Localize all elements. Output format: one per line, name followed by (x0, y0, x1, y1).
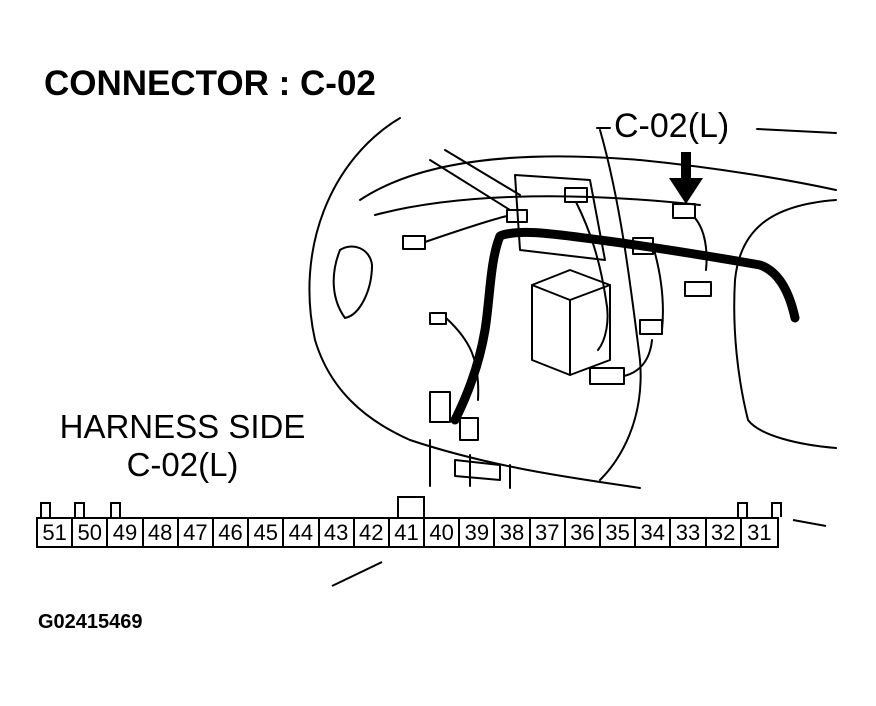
dash-lower-edge (409, 439, 641, 489)
connector-small-3 (564, 187, 588, 203)
connector-small-10 (459, 417, 479, 441)
console-lines (429, 439, 511, 489)
pin-row-leader-right (792, 519, 827, 527)
dash-inner-edge (374, 195, 701, 216)
dash-upper-edge (359, 155, 837, 201)
pin-cell: 44 (284, 519, 320, 546)
pin-cell: 50 (73, 519, 109, 546)
pin-cell: 32 (707, 519, 742, 546)
connector-title: CONNECTOR : C-02 (44, 64, 376, 103)
pin-cell: 47 (179, 519, 214, 546)
pin-row-leader-left (331, 561, 383, 587)
pin-cell: 33 (671, 519, 707, 546)
callout-label: C-02(L) (614, 107, 730, 145)
connector-small-1 (402, 235, 426, 250)
relay-box (531, 269, 611, 376)
harness-side-line1: HARNESS SIDE (59, 408, 306, 445)
wire-4 (694, 217, 708, 271)
connector-c02-target (672, 203, 696, 219)
pin-tab-51 (40, 502, 51, 517)
figure-id: G02415469 (38, 611, 143, 633)
wire-6 (623, 339, 653, 377)
relay-box-edges (531, 284, 611, 376)
pin-tab-41 (397, 496, 425, 517)
door-panel (733, 199, 837, 449)
pin-cell: 40 (425, 519, 461, 546)
pin-cell: 43 (320, 519, 355, 546)
dash-outline-left (308, 117, 411, 441)
vent-left (332, 245, 373, 319)
wire-5 (445, 317, 480, 401)
pin-cell: 51 (38, 519, 74, 546)
harness-side-line2: C-02(L) (126, 445, 239, 483)
pin-cell: 34 (636, 519, 672, 546)
connector-pin-row: 51 50 49 48 47 46 45 44 43 42 41 40 39 3… (36, 517, 779, 548)
pin-cell: 35 (601, 519, 637, 546)
dash-pillar (599, 129, 642, 481)
pin-cell: 38 (495, 519, 531, 546)
pin-tab-32 (737, 502, 748, 517)
pin-cell: 46 (214, 519, 250, 546)
pin-cell: 31 (747, 520, 772, 545)
callout-leader-right (756, 128, 837, 134)
main-harness (450, 227, 800, 425)
pin-cell: 37 (531, 519, 566, 546)
pin-cell: 48 (144, 519, 179, 546)
pin-cell: 49 (108, 519, 144, 546)
pin-tab-49 (110, 502, 121, 517)
wire-1 (424, 215, 508, 243)
wire-2 (575, 201, 609, 351)
connector-small-5 (684, 281, 712, 297)
connector-small-9 (429, 391, 451, 423)
pin-cell: 42 (355, 519, 390, 546)
console-box (454, 459, 501, 481)
connector-small-8 (429, 312, 447, 325)
pin-cell: 45 (249, 519, 285, 546)
pin-cell: 41 (390, 519, 426, 546)
pin-tab-31 (771, 502, 782, 517)
harness-side-label: HARNESS SIDE C-02(L) (40, 408, 325, 484)
down-arrow-icon (669, 152, 703, 204)
connector-small-6 (639, 319, 663, 335)
pin-tab-50 (74, 502, 85, 517)
column-line-2 (444, 149, 521, 196)
pin-cell: 36 (566, 519, 601, 546)
connector-small-7 (589, 367, 625, 385)
pin-cell: 39 (460, 519, 496, 546)
wire-3 (652, 245, 664, 331)
column-line-1 (429, 159, 511, 211)
bracket (514, 174, 606, 261)
